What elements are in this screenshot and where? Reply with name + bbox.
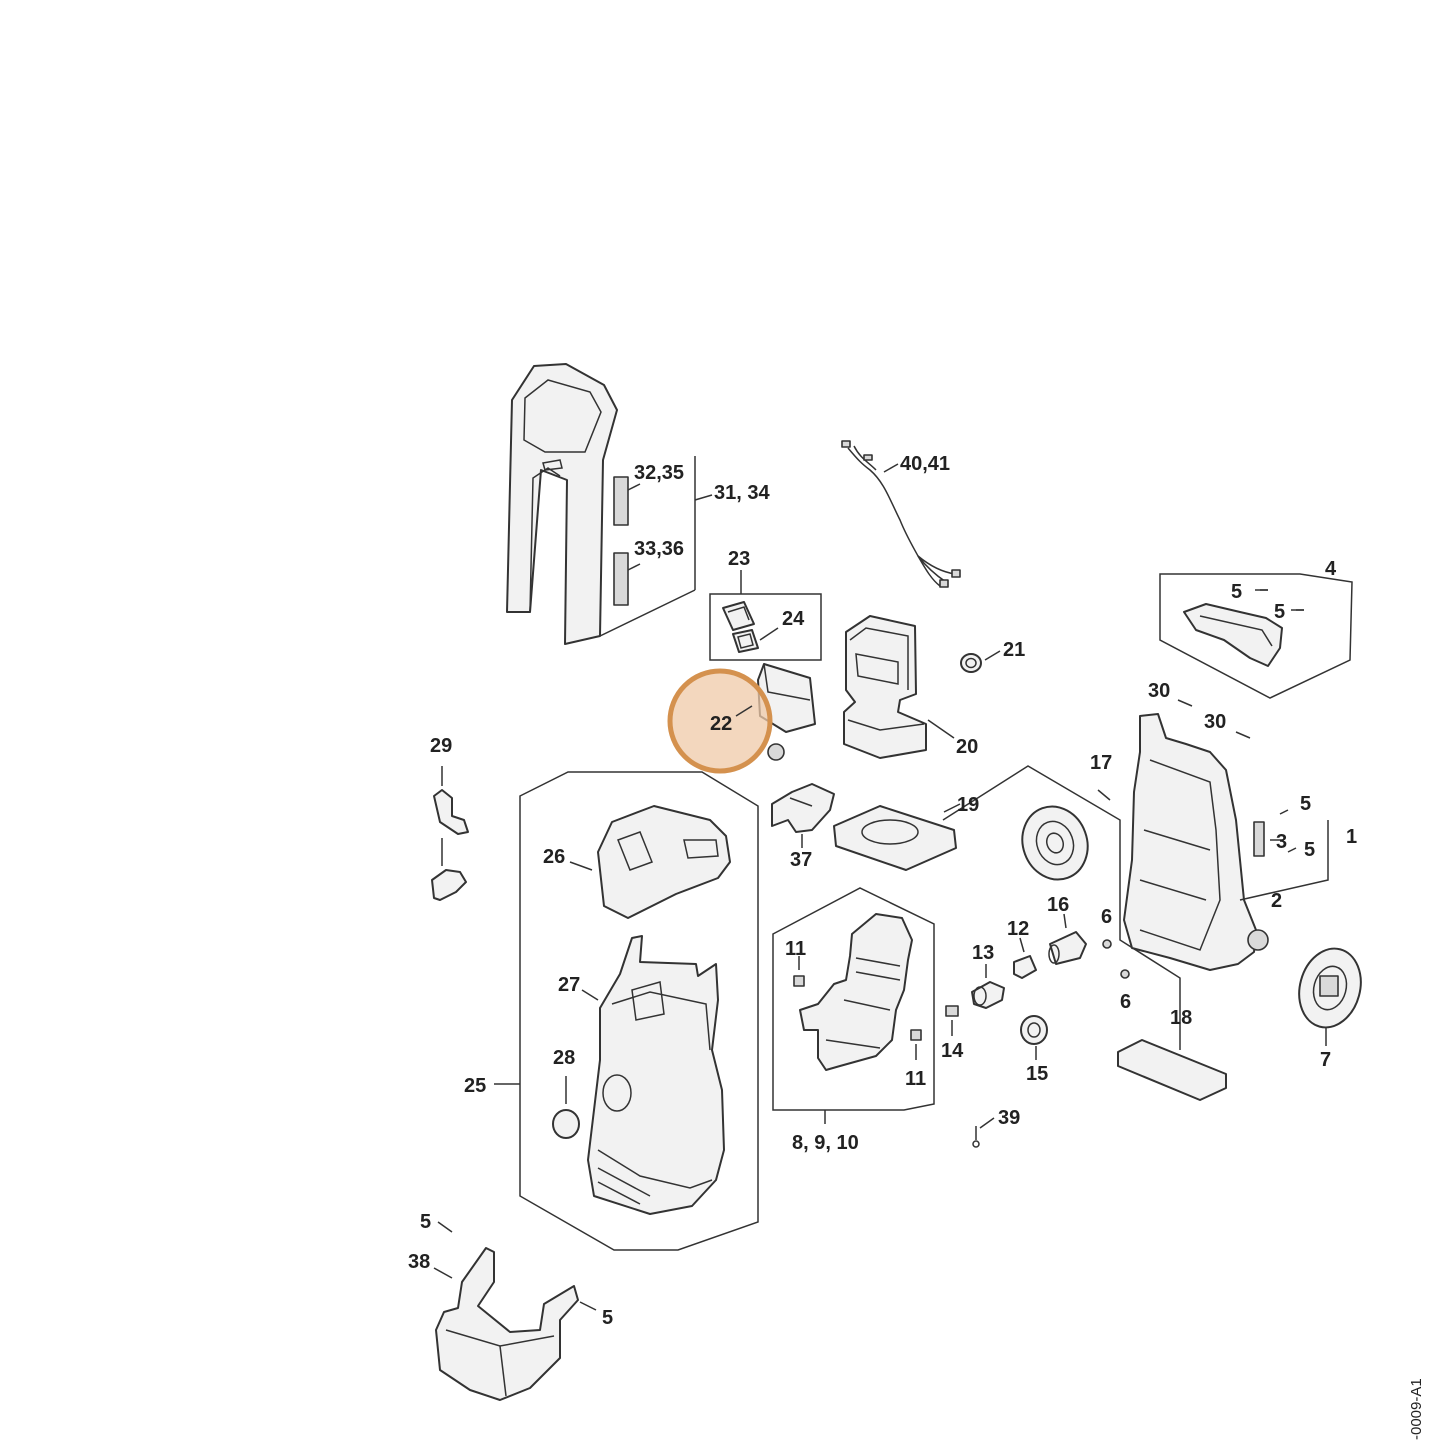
- screw-6-part: [1102, 939, 1130, 979]
- fan-wheel-part: [1021, 805, 1089, 881]
- callout-39: 39: [998, 1107, 1020, 1129]
- callout-6-b: 6: [1120, 991, 1131, 1013]
- callout-24: 24: [782, 608, 805, 630]
- callout-5-b: 5: [1274, 601, 1285, 623]
- switch-part: [722, 601, 755, 631]
- callout-6-a: 6: [1101, 906, 1112, 928]
- fitting-14-part: [945, 1005, 959, 1017]
- callout-29: 29: [430, 735, 452, 757]
- callout-18: 18: [1170, 1007, 1192, 1029]
- highlight-marker[interactable]: [667, 668, 773, 774]
- cap-part: [960, 653, 982, 673]
- callout-17: 17: [1090, 752, 1112, 774]
- callout-22: 22: [710, 713, 732, 735]
- callout-30-b: 30: [1204, 711, 1226, 733]
- callout-4: 4: [1325, 558, 1337, 580]
- document-id: -0009-A1: [1408, 1378, 1425, 1440]
- callout-40-41: 40,41: [900, 453, 950, 475]
- callout-11-a: 11: [785, 938, 806, 960]
- screw-5-part: [1260, 589, 1304, 853]
- fitting-12-part: [1013, 955, 1037, 979]
- label-plate-part: [1253, 821, 1265, 857]
- switch-seal-part: [732, 629, 759, 653]
- base-foot-part: [435, 1247, 579, 1401]
- callout-13: 13: [972, 942, 994, 964]
- callout-15: 15: [1026, 1063, 1048, 1085]
- front-housing-part: [587, 935, 725, 1215]
- callout-12: 12: [1007, 918, 1029, 940]
- plug-part: [552, 1109, 580, 1139]
- callout-25: 25: [464, 1075, 486, 1097]
- callout-3: 3: [1276, 831, 1287, 853]
- callout-27: 27: [558, 974, 580, 996]
- frame-part: [1123, 713, 1269, 971]
- screw-30-part: [1177, 699, 1251, 739]
- pump-motor-part: [799, 913, 913, 1071]
- callout-31-34: 31, 34: [714, 482, 770, 504]
- hose-holder-part: [771, 783, 835, 833]
- callout-21: 21: [1003, 639, 1025, 661]
- callout-5-d: 5: [1304, 839, 1315, 861]
- nut-part: [793, 975, 922, 1041]
- top-cover-part: [597, 805, 731, 919]
- callout-30-a: 30: [1148, 680, 1170, 702]
- callout-14: 14: [941, 1040, 964, 1062]
- callout-11-b: 11: [905, 1068, 926, 1090]
- base-plate-part: [1117, 1039, 1227, 1101]
- fitting-15-part: [1020, 1015, 1048, 1045]
- callout-8-9-10: 8, 9, 10: [792, 1132, 859, 1154]
- callout-32-35: 32,35: [634, 462, 684, 484]
- callout-5-e: 5: [420, 1211, 431, 1233]
- pin-part: [972, 1126, 980, 1148]
- housing-bracket-part: [843, 615, 927, 759]
- fitting-13-part: [971, 981, 1005, 1009]
- callout-26: 26: [543, 846, 565, 868]
- switch-housing-part: [757, 663, 816, 761]
- callout-5-a: 5: [1231, 581, 1242, 603]
- wheel-part: [1298, 947, 1362, 1029]
- callout-20: 20: [956, 736, 978, 758]
- callout-23: 23: [728, 548, 750, 570]
- callout-1: 1: [1346, 826, 1357, 848]
- callout-19: 19: [957, 794, 979, 816]
- handle-labels-part: [613, 476, 629, 606]
- callout-16: 16: [1047, 894, 1069, 916]
- callout-28: 28: [553, 1047, 575, 1069]
- callout-38: 38: [408, 1251, 430, 1273]
- callout-33-36: 33,36: [634, 538, 684, 560]
- gasket-part: [833, 805, 957, 871]
- handle-part: [506, 363, 618, 645]
- callout-7: 7: [1320, 1049, 1331, 1071]
- cable-harness-part: [841, 440, 961, 588]
- callout-37: 37: [790, 849, 812, 871]
- fitting-16-part: [1048, 931, 1087, 965]
- top-bracket-part: [1183, 603, 1283, 667]
- clip-part: [431, 789, 469, 901]
- callout-2: 2: [1271, 890, 1282, 912]
- callout-5-c: 5: [1300, 793, 1311, 815]
- callout-5-f: 5: [602, 1307, 613, 1329]
